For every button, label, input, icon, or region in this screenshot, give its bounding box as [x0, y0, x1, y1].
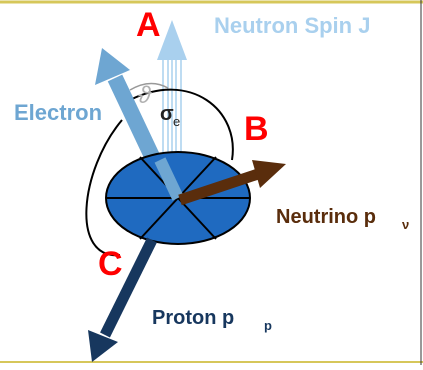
proton-subscript: p: [264, 318, 272, 333]
neutrino-label: Neutrino p: [276, 206, 376, 228]
label-a: A: [136, 6, 161, 44]
cone-arc-right: [129, 88, 234, 161]
neutrino-arrow: [178, 160, 286, 206]
sigma-subscript: e: [173, 114, 180, 129]
theta-arc: [129, 82, 169, 91]
electron-arrow-base: [154, 157, 184, 201]
label-c: C: [98, 245, 123, 283]
cone-arc-left: [85, 119, 123, 257]
sigma-symbol: σ: [160, 103, 174, 125]
theta-symbol: ϑ: [138, 82, 152, 109]
proton-label: Proton p: [152, 307, 234, 329]
neutron-spin-label: Neutron Spin J: [214, 13, 370, 38]
neutrino-subscript: ν: [402, 217, 409, 232]
electron-label: Electron: [14, 100, 102, 125]
proton-arrow: [88, 237, 157, 362]
label-b: B: [244, 110, 269, 148]
